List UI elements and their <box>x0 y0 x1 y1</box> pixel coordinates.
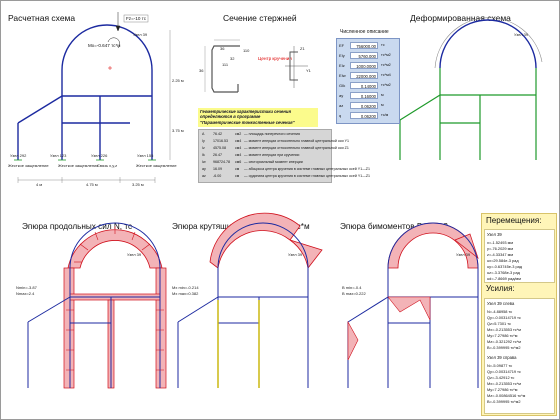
scheme-dim-lines <box>17 30 171 183</box>
support-label-2: Жесткое защемление <box>58 163 99 168</box>
moments-min: Mx min=-0.214 <box>172 285 199 290</box>
section-dim-4: 32 <box>230 56 235 61</box>
node-bottom-1: Узел 292 <box>10 153 27 158</box>
bimoments-min: B min=-0.4 <box>342 285 362 290</box>
axis-z1: Z1 <box>300 46 305 51</box>
moments-node: Узел 39 <box>288 252 303 257</box>
section-dim-2: 36 <box>220 46 225 51</box>
displacements-box: Узел 39 x=-1.52493 мм y=-76.2029 мм z=-4… <box>484 229 555 283</box>
load-fz-label: Fz=-10 тс <box>126 16 147 21</box>
numeric-value-az[interactable]: 0.06200 <box>350 102 378 109</box>
support-label-4: Жесткое защемление <box>136 163 177 168</box>
support-label-3: Связь x,y,z <box>97 163 117 168</box>
scheme-load <box>107 12 149 70</box>
numeric-value-ay[interactable]: 0.16000 <box>350 92 378 99</box>
channel-shape <box>211 45 240 93</box>
deformed-scheme <box>399 17 543 160</box>
bimoments-max: B max=0.222 <box>342 291 366 296</box>
section-dim-5: 111 <box>222 62 229 67</box>
dim-right-1: 2.25 м <box>172 78 184 83</box>
normal-min: Nmin=-3.87 <box>16 285 38 290</box>
deformed-shape <box>434 17 543 69</box>
scheme-arch <box>61 24 153 71</box>
numeric-value-eiw[interactable]: 22000.000 <box>350 72 378 79</box>
normal-epure <box>27 222 167 389</box>
forces-box: Узел 39 слева N=-4.88958 тс Qy=-0.003147… <box>484 298 555 414</box>
support-label-1: Жесткое защемление <box>8 163 49 168</box>
normal-max: Nmax=2.4 <box>16 291 35 296</box>
numeric-value-eiz[interactable]: 1000.0000 <box>350 62 378 69</box>
deformed-title: Деформированная схема <box>410 13 511 23</box>
calc-scheme <box>17 24 153 160</box>
section-axes <box>285 46 308 88</box>
dim-right-2: 3.75 м <box>172 128 184 133</box>
section-dim-1: 36 <box>199 68 204 73</box>
numeric-title: Численное описание <box>340 29 389 35</box>
numeric-value-ef[interactable]: 756000.00 <box>350 42 378 49</box>
section-title: Сечение стержней <box>223 13 297 23</box>
results-panel: Перемещения: Узел 39 x=-1.52493 мм y=-76… <box>481 213 557 416</box>
section-drawing <box>211 45 240 93</box>
moments-max: Mx max=0.382 <box>172 291 199 296</box>
dim-bottom-2: 4.75 м <box>86 182 98 187</box>
geometry-note: Геометрические характеристики сечения оп… <box>198 108 318 127</box>
bimoments-epure <box>347 222 479 388</box>
center-label: Центр кручения <box>258 56 292 61</box>
forces-title: Усилия: <box>486 284 515 293</box>
node-bottom-4: Узел 155 <box>137 153 154 158</box>
numeric-value-eiy[interactable]: 5760.000 <box>350 52 378 59</box>
section-dim-3: 110 <box>243 48 250 53</box>
numeric-value-q[interactable]: 0.06200 <box>350 112 378 119</box>
numeric-value-gik[interactable]: 0.14000 <box>350 82 378 89</box>
dim-bottom-3: 3.25 м <box>132 182 144 187</box>
displacements-title: Перемещения: <box>486 216 542 225</box>
deformed-arch <box>439 19 537 69</box>
scheme-title: Расчетная схема <box>8 13 76 23</box>
load-mx-label: Mx=-0.647 тс*м <box>88 43 120 48</box>
normal-node: Узел 39 <box>127 252 142 257</box>
axis-y1: Y1 <box>306 68 312 73</box>
scheme-brace-left <box>17 95 63 124</box>
normal-title: Эпюра продольных сил N, тс <box>22 222 133 231</box>
deformed-node: Узел 39 <box>514 32 529 37</box>
node-bottom-2: Узел 123 <box>50 153 67 158</box>
node-bottom-3: Узел 226 <box>91 153 108 158</box>
dim-bottom-1: 4 м <box>36 182 42 187</box>
scheme-node-top: Узел 39 <box>133 32 148 37</box>
bimoments-title: Эпюра бимоментов B, тс*м2 <box>340 222 448 231</box>
moments-epure <box>177 212 323 388</box>
section-dims <box>204 39 240 92</box>
bimoments-node: Узел 39 <box>456 252 471 257</box>
